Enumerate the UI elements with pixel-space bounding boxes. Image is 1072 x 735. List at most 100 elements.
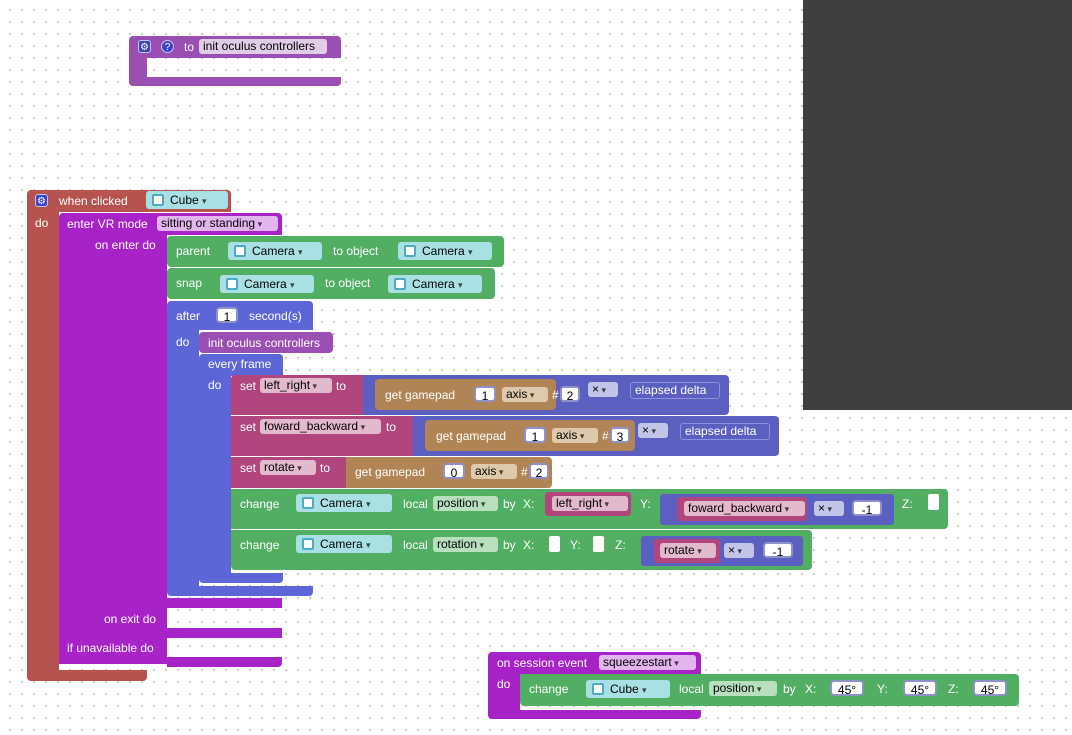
after-seconds-input[interactable]: 1 xyxy=(216,307,238,324)
call-init-controllers-label: init oculus controllers xyxy=(208,336,321,350)
y-empty-slot[interactable] xyxy=(593,536,604,552)
change-label: change xyxy=(529,682,569,696)
get-gamepad-label: get gamepad xyxy=(355,465,426,479)
operator-dropdown[interactable]: × xyxy=(814,501,844,516)
call-init-controllers-block[interactable] xyxy=(199,332,333,353)
property-dropdown[interactable]: position xyxy=(709,681,777,696)
gamepad-index-input[interactable]: 1 xyxy=(524,427,546,444)
rotate-variable-dropdown[interactable]: rotate xyxy=(260,460,316,475)
parent-object-dropdown[interactable]: Camera xyxy=(228,242,322,260)
elapsed-delta-block[interactable]: elapsed delta xyxy=(680,423,770,440)
y-label: Y: xyxy=(640,497,651,511)
session-do-label: do xyxy=(497,677,511,691)
cube-icon xyxy=(226,278,238,290)
z-label: Z: xyxy=(902,497,913,511)
foward-backward-variable-dropdown[interactable]: foward_backward xyxy=(684,501,805,516)
procedure-name-input[interactable]: init oculus controllers xyxy=(199,39,327,54)
axis-index-input[interactable]: 2 xyxy=(529,463,549,480)
session-event-dropdown[interactable]: squeezestart xyxy=(599,655,696,670)
when-clicked-arm xyxy=(27,211,59,671)
after-do-label: do xyxy=(176,335,190,349)
local-label: local xyxy=(403,538,428,552)
gamepad-index-input[interactable]: 0 xyxy=(443,463,465,480)
by-label: by xyxy=(783,682,796,696)
snap-object-dropdown[interactable]: Camera xyxy=(220,275,314,293)
y-label: Y: xyxy=(877,682,888,696)
property-dropdown[interactable]: position xyxy=(433,496,498,511)
operator-dropdown[interactable]: × xyxy=(638,423,668,438)
procedure-to-label: to xyxy=(184,40,195,54)
left-right-variable-dropdown[interactable]: left_right xyxy=(260,378,332,393)
parent-target-dropdown[interactable]: Camera xyxy=(398,242,492,260)
rotate-variable-dropdown[interactable]: rotate xyxy=(660,543,716,558)
x-label: X: xyxy=(523,538,535,552)
snap-to-object-label: to object xyxy=(325,276,371,290)
axis-dropdown[interactable]: axis xyxy=(471,464,517,479)
after-arm xyxy=(167,329,199,588)
cube-icon xyxy=(234,245,246,257)
elapsed-delta-block[interactable]: elapsed delta xyxy=(630,382,720,399)
help-icon[interactable]: ? xyxy=(161,40,174,53)
y-angle-input[interactable]: 45° xyxy=(903,680,937,697)
set-to-label: to xyxy=(336,379,347,393)
snap-target-dropdown[interactable]: Camera xyxy=(388,275,482,293)
foward-backward-variable-dropdown[interactable]: foward_backward xyxy=(260,419,381,434)
set-to-label: to xyxy=(320,461,331,475)
gear-icon[interactable]: ⚙ xyxy=(138,40,151,53)
x-label: X: xyxy=(523,497,535,511)
after-block[interactable] xyxy=(167,301,313,330)
every-frame-block[interactable] xyxy=(199,354,283,376)
cube-icon xyxy=(592,683,604,695)
gear-icon[interactable]: ⚙ xyxy=(35,194,48,207)
procedure-definition-arm xyxy=(129,58,147,78)
get-gamepad-label: get gamepad xyxy=(436,429,507,443)
change-object-dropdown[interactable]: Camera xyxy=(296,494,392,512)
parent-to-object-label: to object xyxy=(333,244,379,258)
scene-viewport[interactable] xyxy=(803,0,1072,410)
change-object-dropdown[interactable]: Camera xyxy=(296,535,392,553)
enter-vr-notch-2 xyxy=(167,628,282,638)
change-object-dropdown[interactable]: Cube xyxy=(586,680,670,698)
property-dropdown[interactable]: rotation xyxy=(433,537,498,552)
y-multiplier-input[interactable]: -1 xyxy=(852,500,882,517)
on-exit-label: on exit do xyxy=(104,612,157,626)
every-frame-arm xyxy=(199,375,231,575)
enter-vr-notch-1 xyxy=(167,598,282,608)
axis-index-input[interactable]: 2 xyxy=(560,386,580,403)
local-label: local xyxy=(403,497,428,511)
every-frame-footer xyxy=(199,573,283,583)
x-angle-input[interactable]: 45° xyxy=(830,680,864,697)
if-unavailable-label: if unavailable do xyxy=(67,641,154,655)
z-multiplier-input[interactable]: -1 xyxy=(763,542,793,559)
z-label: Z: xyxy=(615,538,626,552)
every-frame-do-label: do xyxy=(208,378,222,392)
hash-label: # xyxy=(602,429,609,443)
axis-index-input[interactable]: 3 xyxy=(610,427,630,444)
operator-dropdown[interactable]: × xyxy=(724,543,754,558)
y-label: Y: xyxy=(570,538,581,552)
after-footer xyxy=(167,586,313,596)
procedure-definition-footer xyxy=(129,77,341,86)
get-gamepad-label: get gamepad xyxy=(385,388,456,402)
hash-label: # xyxy=(521,465,528,479)
left-right-variable-dropdown[interactable]: left_right xyxy=(552,496,628,511)
z-empty-slot[interactable] xyxy=(928,494,939,510)
cube-icon xyxy=(302,497,314,509)
when-clicked-label: when clicked xyxy=(59,194,128,208)
z-label: Z: xyxy=(948,682,959,696)
vr-mode-dropdown[interactable]: sitting or standing xyxy=(157,216,278,231)
axis-dropdown[interactable]: axis xyxy=(552,428,598,443)
operator-dropdown[interactable]: × xyxy=(588,382,618,397)
enter-vr-footer xyxy=(167,657,282,667)
axis-dropdown[interactable]: axis xyxy=(502,387,548,402)
session-event-label: on session event xyxy=(497,656,588,670)
by-label: by xyxy=(503,497,516,511)
x-empty-slot[interactable] xyxy=(549,536,560,552)
event-target-dropdown[interactable]: Cube xyxy=(146,191,228,209)
session-event-arm xyxy=(488,673,520,711)
by-label: by xyxy=(503,538,516,552)
gamepad-index-input[interactable]: 1 xyxy=(474,386,496,403)
event-do-label: do xyxy=(35,216,49,230)
set-label: set xyxy=(240,379,257,393)
z-angle-input[interactable]: 45° xyxy=(973,680,1007,697)
